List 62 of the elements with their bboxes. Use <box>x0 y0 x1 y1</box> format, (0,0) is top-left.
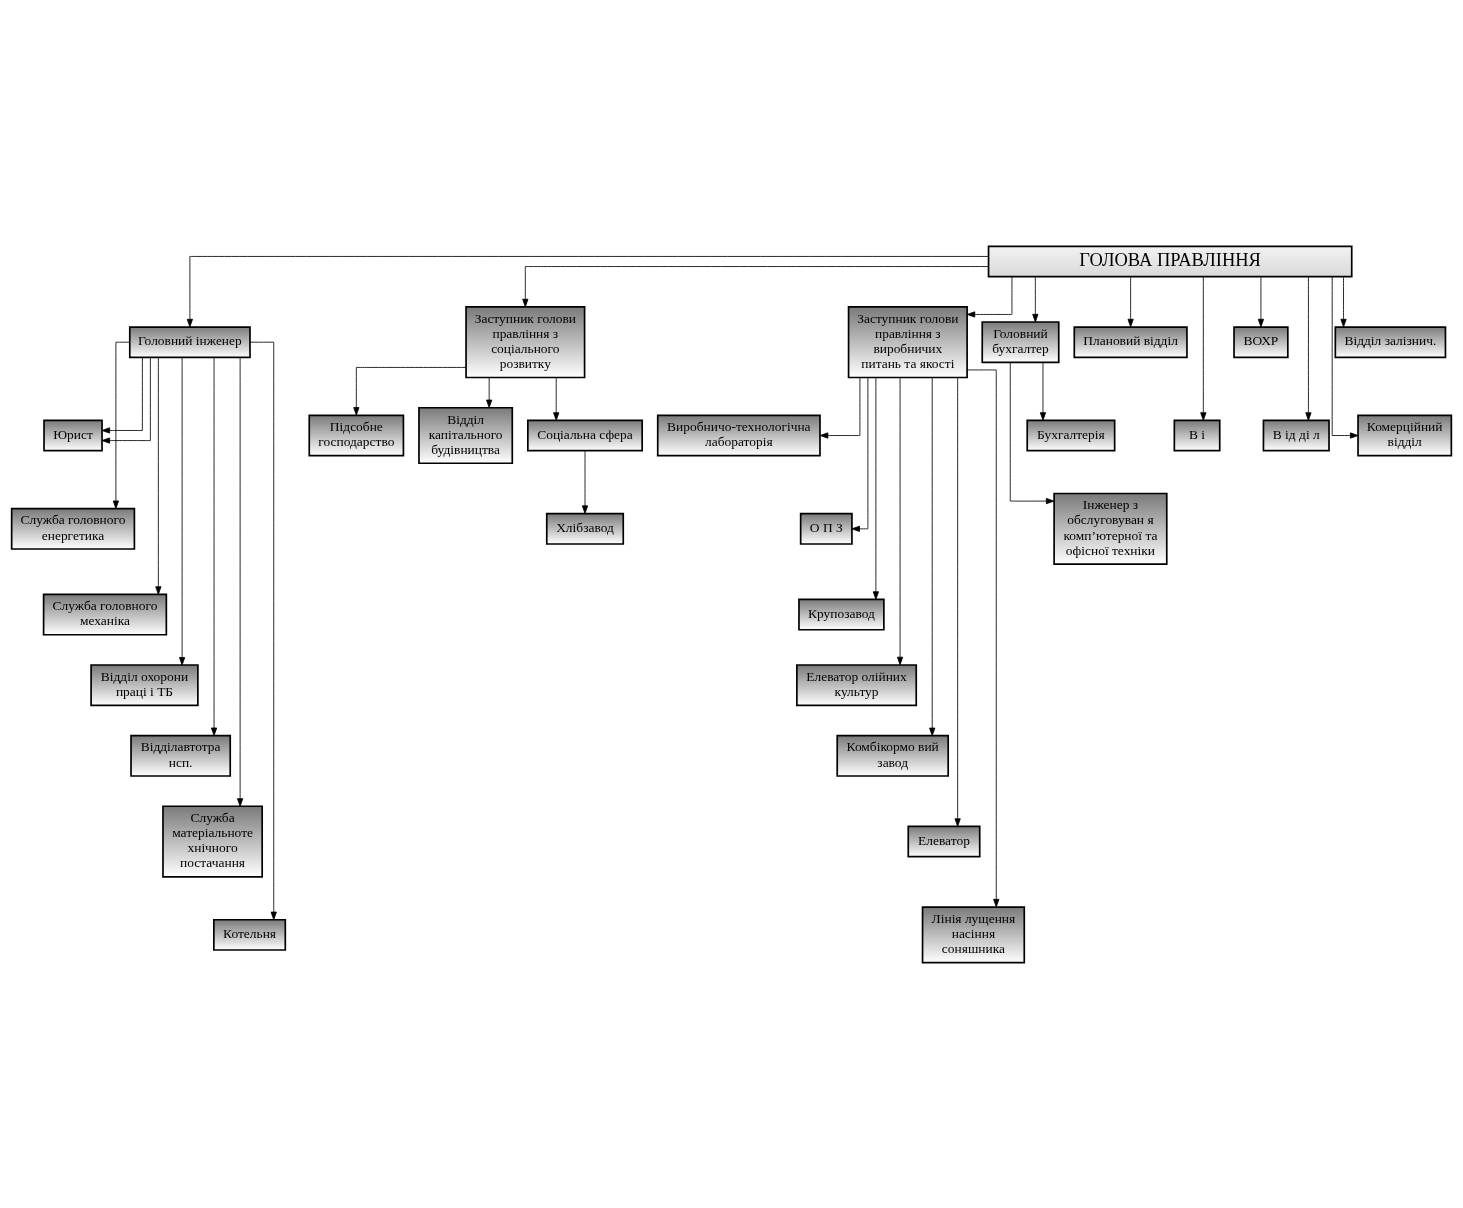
node-box: Котельня <box>213 918 287 951</box>
arrow <box>1009 361 1055 504</box>
node-box: Хлібзавод <box>545 512 625 545</box>
arrow <box>112 341 130 509</box>
arrow <box>249 341 277 920</box>
node-box: Головний бухгалтер <box>981 320 1060 363</box>
arrow <box>1340 275 1347 327</box>
arrow <box>929 376 936 736</box>
arrow <box>1200 275 1207 421</box>
arrow <box>897 376 904 665</box>
node-box: Служба головного механіка <box>42 593 168 636</box>
node-box: Юрист <box>43 419 103 451</box>
arrow <box>155 356 162 595</box>
node-box: Відділавтотра нсп. <box>130 734 232 777</box>
node-box: Служба матеріальноте хнічного постачання <box>162 804 263 878</box>
node-box: Відділ капітального будівництва <box>418 406 514 464</box>
node-box: Заступник голови правління з виробничих питань та якості <box>847 305 968 378</box>
arrow <box>186 255 989 327</box>
arrow <box>486 376 493 408</box>
arrow <box>872 376 879 600</box>
arrow <box>966 369 1000 907</box>
arrow <box>101 356 151 444</box>
node-box: Заступник голови правління з соціального розвитку <box>465 305 586 378</box>
arrow <box>819 376 861 439</box>
arrow <box>237 356 244 807</box>
node-box: Головний інженер <box>128 325 251 358</box>
node-box: Служба головного енергетика <box>10 507 136 550</box>
node-box: ВОХР <box>1233 325 1289 358</box>
arrow <box>1039 361 1047 421</box>
arrow <box>353 366 467 415</box>
arrow <box>851 376 869 532</box>
node-box: Соціальна сфера <box>527 419 643 451</box>
arrow <box>522 265 989 307</box>
node-box: В ід ді л <box>1262 419 1330 451</box>
arrow <box>1331 275 1359 439</box>
node-box: Плановий відділ <box>1073 325 1188 358</box>
arrow <box>954 376 961 827</box>
node-box: О П З <box>799 512 853 545</box>
node-box: Бухгалтерія <box>1026 419 1116 451</box>
arrow <box>1305 275 1312 421</box>
node-box: Лінія лущення насіння соняшника <box>921 905 1026 963</box>
node-box: Відділ охорони праці і ТБ <box>90 663 199 706</box>
node-box: Елеватор олійних культур <box>796 663 918 706</box>
node-box: Елеватор <box>907 825 981 858</box>
arrow <box>1032 275 1039 322</box>
arrow <box>179 356 186 665</box>
node-box: Комерційний відділ <box>1357 414 1453 457</box>
arrow <box>966 275 1013 318</box>
arrow <box>581 450 589 514</box>
node-box: Крупозавод <box>798 598 885 631</box>
arrow <box>1257 275 1264 327</box>
node-box: В і <box>1173 419 1221 451</box>
arrow <box>101 356 143 434</box>
node-box: Підсобне господарство <box>308 414 405 457</box>
arrow <box>553 376 560 421</box>
node-box: Відділ залізнич. <box>1334 325 1447 358</box>
node-box: Інженер з обслуговуван я комп’ютерної та офісної техніки <box>1053 492 1168 565</box>
arrow <box>1127 275 1134 327</box>
node-box: Виробничо-технологічна лабораторія <box>656 414 821 457</box>
node-box: Комбікормо вий завод <box>836 734 950 777</box>
arrow <box>211 356 218 736</box>
node-box: ГОЛОВА ПРАВЛІННЯ <box>987 245 1353 277</box>
